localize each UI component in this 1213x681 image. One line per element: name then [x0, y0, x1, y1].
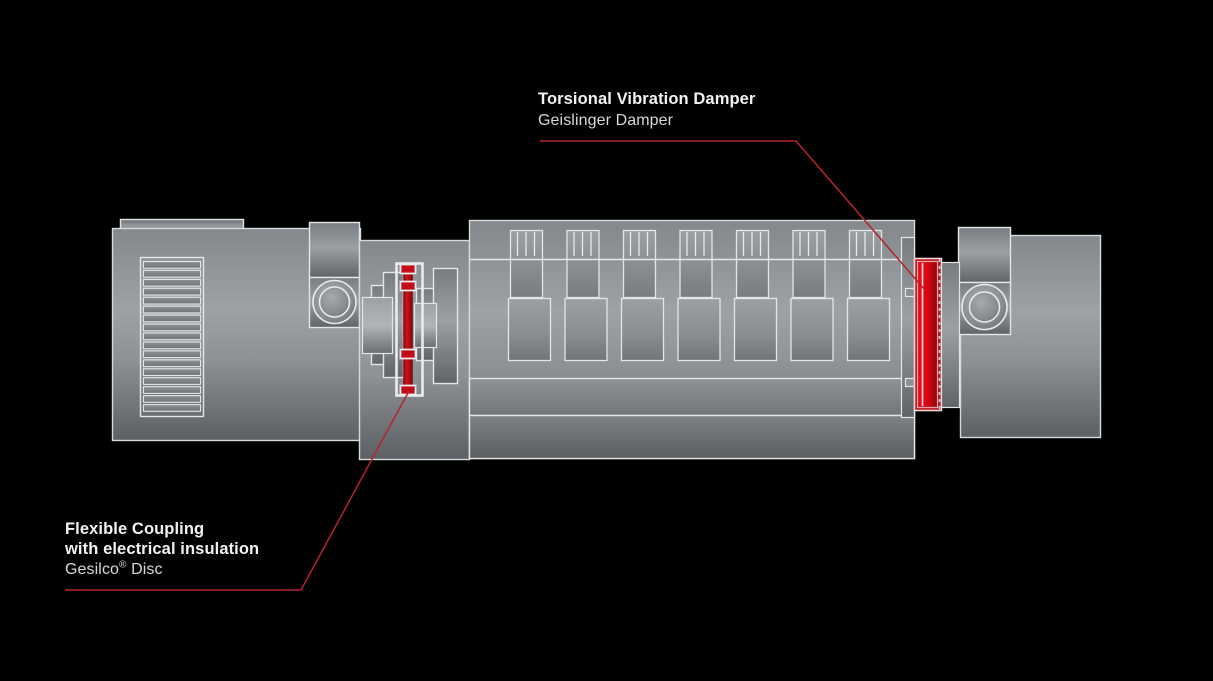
torsional-vibration-damper — [913, 257, 943, 412]
vent-slat — [142, 323, 202, 332]
engine-inspection-panel — [507, 297, 552, 362]
engine-band-upper — [468, 377, 916, 417]
vent-slat — [142, 296, 202, 305]
damper-label-title-line1: Torsional Vibration Damper — [538, 90, 756, 108]
vent-slat — [142, 404, 202, 412]
coupling-shaft-right — [413, 302, 438, 349]
engine-inspection-panel — [564, 297, 608, 362]
damper-label-title: Torsional Vibration Damper — [538, 91, 755, 108]
vent-slat — [142, 305, 202, 314]
flywheel-bearing-box-top — [957, 226, 1012, 284]
vent-slat — [142, 287, 202, 296]
damper-label-block: Torsional Vibration Damper Geislinger Da… — [538, 91, 755, 129]
generator-vent-grille — [139, 256, 205, 418]
coupling-assembly — [358, 239, 471, 461]
damper-label-subtitle: Geislinger Damper — [538, 111, 674, 129]
vent-slat — [142, 269, 202, 278]
coupling-label-subtitle-pre: Gesilco — [65, 561, 120, 578]
damper-leader-line — [540, 140, 926, 291]
flywheel-shaft-stub — [940, 261, 961, 409]
vent-slat — [142, 359, 202, 368]
vent-slat — [142, 368, 202, 377]
flywheel-assembly — [940, 226, 1102, 439]
damper-body — [916, 260, 939, 409]
gesilco-disc-node-top — [399, 263, 417, 275]
vent-slat — [142, 332, 202, 341]
gesilco-disc-node-bottom — [399, 384, 417, 396]
vent-slat — [142, 278, 202, 287]
vent-slat — [142, 386, 202, 394]
vent-slat — [142, 377, 202, 385]
flywheel-ring-inner — [968, 291, 1001, 323]
vent-slat — [142, 350, 202, 359]
engine-block-assembly — [468, 219, 919, 460]
coupling-label-subtitle-post: Disc — [126, 561, 163, 578]
coupling-label-title-line1: Flexible Coupling — [65, 520, 205, 538]
cylinder-head — [622, 229, 657, 299]
coupling-shaft-left — [361, 296, 394, 355]
vent-slat — [142, 341, 202, 350]
gesilco-disc-node-mid-lower — [399, 348, 417, 360]
engine-band-lower — [468, 414, 916, 460]
coupling-label-block: Flexible Coupling with electrical insula… — [65, 521, 259, 578]
engine-inspection-panel — [846, 297, 891, 362]
coupling-label-title-line2: with electrical insulation — [65, 539, 260, 558]
gesilco-disc-outline — [395, 262, 424, 397]
coupling-leader-line — [65, 390, 410, 591]
vent-slat — [142, 314, 202, 323]
engine-inspection-panel — [620, 297, 665, 362]
coupling-flange-right-outer — [432, 267, 459, 385]
vent-slat — [142, 395, 202, 403]
engine-inspection-panel — [677, 297, 721, 362]
coupling-label-title: Flexible Coupling with electrical insula… — [65, 521, 259, 557]
vent-slat — [142, 260, 202, 269]
registered-trademark-symbol: ® — [119, 559, 127, 571]
coupling-label-subtitle: Gesilco® Disc — [65, 559, 259, 578]
engine-inspection-panel — [733, 297, 778, 362]
gesilco-disc-node-mid-upper — [399, 280, 417, 292]
generator-bearing-housing — [308, 221, 361, 329]
bearing-ring-inner — [318, 286, 351, 318]
engine-inspection-panel — [790, 297, 834, 362]
